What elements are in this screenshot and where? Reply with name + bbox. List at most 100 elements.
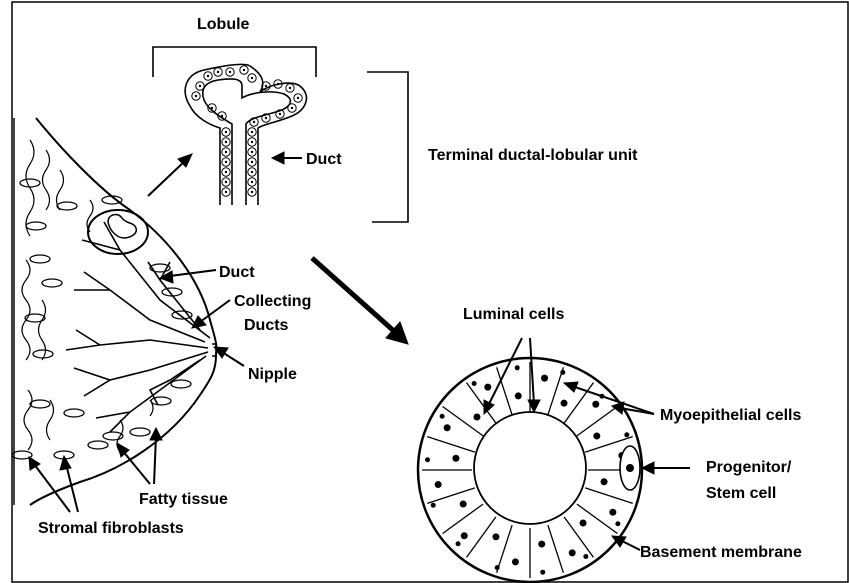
acinar-nucleus <box>265 85 267 87</box>
label-nipple: Nipple <box>248 366 297 383</box>
cell-nucleus <box>541 375 548 382</box>
cell-nucleus <box>435 481 442 488</box>
acinar-nucleus <box>225 161 227 163</box>
label-duct-mid: Duct <box>219 264 255 281</box>
myoepithelial-nucleus <box>615 521 620 526</box>
acinar-nucleus <box>251 131 253 133</box>
cell-nucleus <box>580 520 587 527</box>
progenitor-nucleus <box>626 464 634 472</box>
myoepithelial-nucleus <box>440 414 445 419</box>
acinar-nucleus <box>279 113 281 115</box>
label-lobule: Lobule <box>197 16 250 33</box>
cell-wall <box>497 525 512 573</box>
cell-nucleus <box>592 401 599 408</box>
acinar-nucleus <box>199 85 201 87</box>
myoepithelial-nucleus <box>425 457 430 462</box>
cell-wall <box>577 407 617 436</box>
acinar-nucleus <box>225 181 227 183</box>
myoepithelial-nucleus <box>560 370 565 375</box>
connective-tissue <box>22 140 153 452</box>
acinar-nucleus <box>225 191 227 193</box>
cell-wall <box>427 488 475 503</box>
cell-wall <box>548 525 563 573</box>
acinar-nucleus <box>265 117 267 119</box>
cell-nucleus <box>452 455 459 462</box>
label-stem-cell: Stem cell <box>706 485 776 502</box>
cell-nucleus <box>461 532 468 539</box>
acinar-nucleus <box>225 151 227 153</box>
label-tdlu: Terminal ductal-lobular unit <box>428 147 638 164</box>
cell-wall <box>467 383 496 423</box>
cell-wall <box>585 488 633 503</box>
cell-nucleus <box>561 400 568 407</box>
label-ducts: Ducts <box>244 317 289 334</box>
label-fatty-tissue: Fatty tissue <box>139 491 228 508</box>
acinar-nucleus <box>253 121 255 123</box>
acinar-nucleus <box>225 171 227 173</box>
cell-wall <box>443 407 483 436</box>
label-basement-membrane: Basement membrane <box>640 544 802 561</box>
acinar-nucleus <box>289 87 291 89</box>
cell-wall <box>427 437 475 452</box>
label-duct-top: Duct <box>306 151 342 168</box>
myoepithelial-nucleus <box>583 554 588 559</box>
cell-nucleus <box>492 533 499 540</box>
cell-wall <box>443 504 483 533</box>
acinar-nucleus <box>251 161 253 163</box>
cell-nucleus <box>515 392 522 399</box>
myoepithelial-nucleus <box>540 570 545 575</box>
label-luminal-cells: Luminal cells <box>463 306 564 323</box>
cell-wall <box>467 517 496 557</box>
cell-nucleus <box>601 478 608 485</box>
acinar-nucleus <box>207 75 209 77</box>
cell-wall <box>577 504 617 533</box>
lobule-drawing <box>153 47 408 222</box>
duct-cross-section <box>418 358 642 582</box>
myoepithelial-nucleus <box>515 365 520 370</box>
lobule-outline-inner <box>203 79 291 205</box>
myoepithelial-nucleus <box>495 565 500 570</box>
cell-nucleus <box>538 541 545 548</box>
acinar-nucleus <box>251 141 253 143</box>
cell-nucleus <box>593 432 600 439</box>
myoepithelial-nucleus <box>456 541 461 546</box>
lobule-cells <box>192 66 302 196</box>
acinar-nucleus <box>243 69 245 71</box>
myoepithelial-nucleus <box>472 381 477 386</box>
acinar-nucleus <box>297 97 299 99</box>
acinar-nucleus <box>211 107 213 109</box>
acinar-nucleus <box>195 95 197 97</box>
cell-wall <box>564 517 593 557</box>
cell-nucleus <box>569 549 576 556</box>
acinar-nucleus <box>225 131 227 133</box>
myoepithelial-nucleus <box>599 394 604 399</box>
acinar-nucleus <box>251 171 253 173</box>
acinar-nucleus <box>251 191 253 193</box>
tdlu-bracket <box>367 72 408 222</box>
acinar-nucleus <box>225 141 227 143</box>
cell-nucleus <box>444 424 451 431</box>
cell-nucleus <box>460 501 467 508</box>
acinar-nucleus <box>277 83 279 85</box>
acinar-nucleus <box>251 77 253 79</box>
label-myoepithelial-cells: Myoepithelial cells <box>660 407 801 424</box>
acinar-nucleus <box>251 181 253 183</box>
acinar-nucleus <box>221 115 223 117</box>
acinar-nucleus <box>251 151 253 153</box>
acinar-nucleus <box>229 71 231 73</box>
cell-wall <box>548 367 563 415</box>
myoepithelial-nucleus <box>431 503 436 508</box>
label-stromal-fibroblasts: Stromal fibroblasts <box>38 520 184 537</box>
lumen-boundary <box>474 412 586 524</box>
cell-nucleus <box>484 384 491 391</box>
label-progenitor: Progenitor/ <box>706 459 792 476</box>
acinar-nucleus <box>217 71 219 73</box>
cell-nucleus <box>473 413 480 420</box>
myoepithelial-nucleus <box>624 432 629 437</box>
cell-nucleus <box>609 509 616 516</box>
cell-nucleus <box>512 558 519 565</box>
epithelial-cell-ring <box>422 362 638 578</box>
label-collecting: Collecting <box>234 293 311 310</box>
acinar-nucleus <box>291 107 293 109</box>
